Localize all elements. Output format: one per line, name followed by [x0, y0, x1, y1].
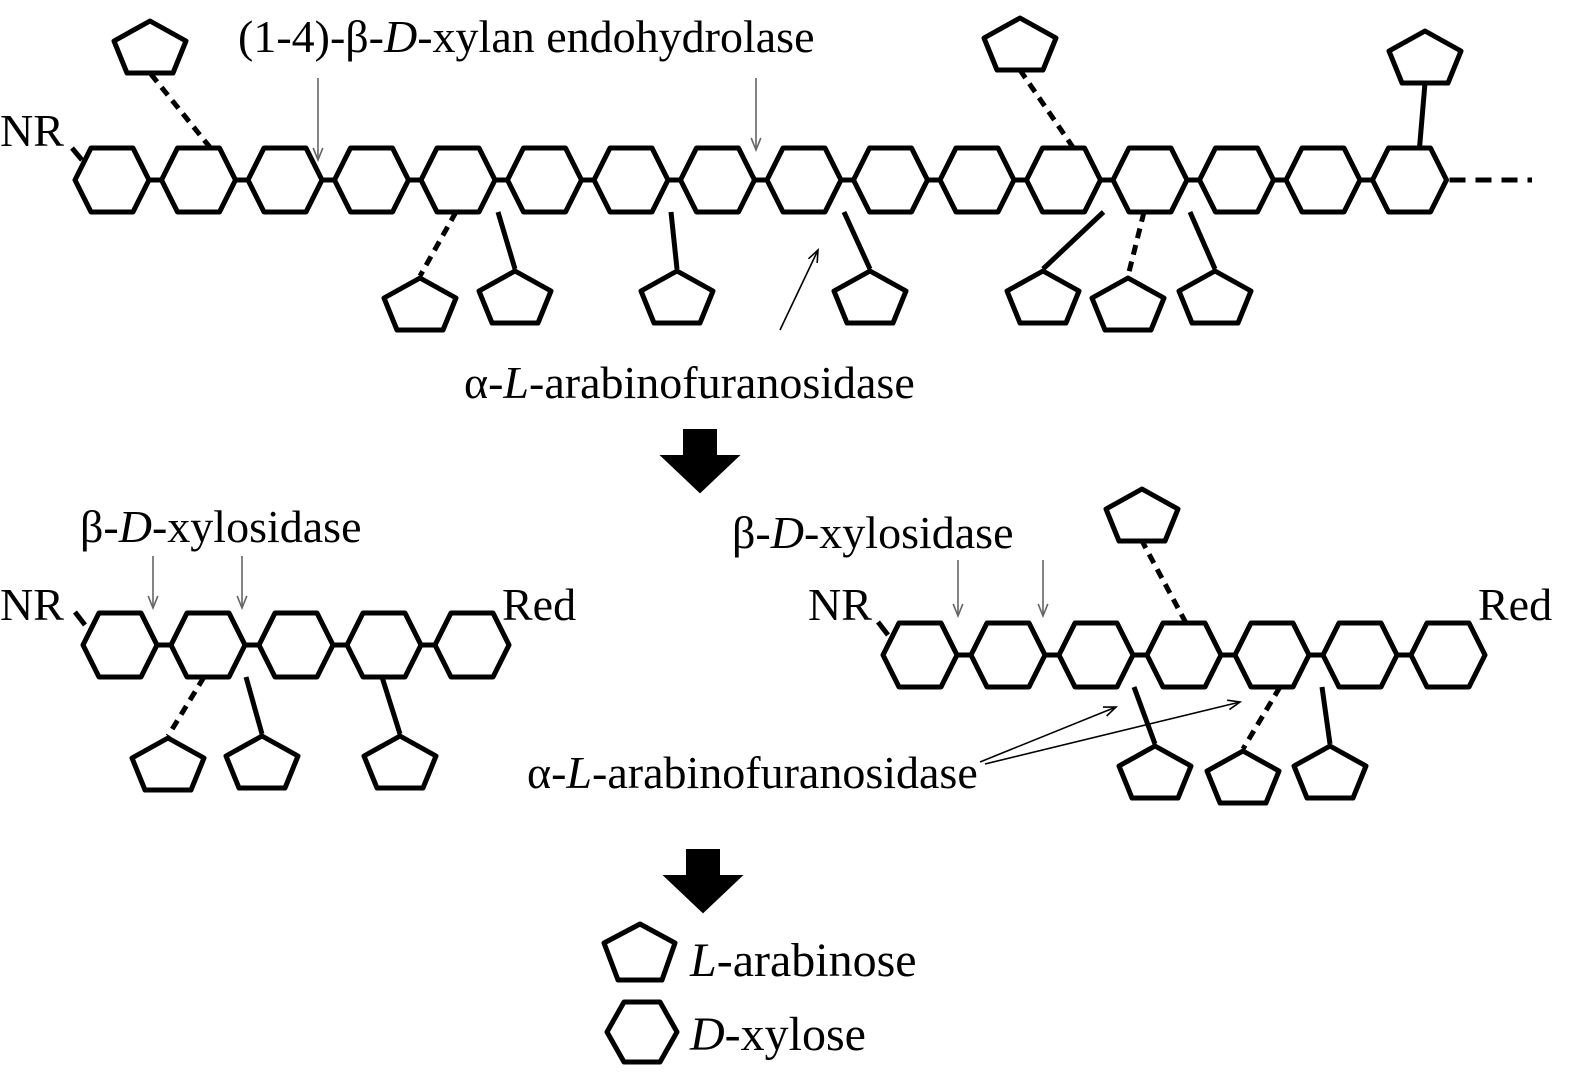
top-arabinose-down-3 [638, 268, 716, 326]
top-xylose-ring [72, 145, 152, 215]
top-xylose-ring [678, 145, 757, 215]
top-arabinose-up-1-linkage [148, 71, 213, 150]
top-arabinose-down-4-linkage [841, 210, 873, 271]
top-arabinose-down-7-linkage [1187, 210, 1218, 271]
xylosidase-label-right: β-D-xylosidase [732, 507, 1013, 558]
right-xylose-ring [1144, 620, 1224, 690]
top-xylose-ring [159, 145, 238, 215]
right-nr-link [876, 620, 890, 637]
legend: L-arabinose D-xylose [601, 921, 917, 1065]
top-arabinose-down-4 [831, 268, 909, 326]
structure-shapes [70, 15, 1532, 806]
top-arabinose-down-6 [1089, 275, 1167, 333]
left-xylose-ring [168, 610, 248, 680]
arabinofuranosidase-arrow-top-head [807, 248, 819, 264]
top-arabinose-up-3 [1386, 28, 1464, 86]
xylosidase-arrow-left-1-head [147, 595, 159, 611]
nr-label-top: NR [0, 105, 64, 156]
left-arabinose-2 [223, 733, 301, 791]
top-arabinose-down-2-linkage [495, 211, 518, 270]
arabinofuranosidase-arrow-right-1 [979, 706, 1117, 763]
right-xylose-ring [1408, 620, 1488, 690]
process-arrow-2 [662, 849, 744, 914]
left-nr-link [73, 610, 87, 627]
endohydrolase-label: (1-4)-β-D-xylan endohydrolase [238, 11, 815, 62]
legend-arabinose: L-arabinose [689, 934, 917, 987]
top-xylose-ring [937, 145, 1017, 215]
top-nr-link [70, 146, 84, 162]
nr-label-right: NR [808, 579, 872, 630]
right-arabinose-down-1-linkage [1131, 686, 1158, 745]
arabinofuranosidase-label-right: α-L-arabinofuranosidase [527, 747, 978, 798]
left-xylose-ring [344, 610, 424, 680]
endohydrolase-arrow-2-head [750, 137, 762, 153]
top-xylose-ring [332, 145, 411, 215]
top-arabinose-up-1 [111, 18, 189, 76]
left-arabinose-3-linkage [379, 676, 403, 735]
enzyme-arrows [147, 78, 1243, 914]
arabinofuranosidase-label-top: α-L-arabinofuranosidase [464, 357, 915, 408]
top-arabinose-up-3-linkage [1417, 82, 1428, 149]
top-xylose-ring [1370, 145, 1449, 215]
left-arabinose-1-linkage [165, 675, 207, 738]
nr-label-left: NR [0, 579, 64, 630]
top-arabinose-up-2-linkage [1017, 68, 1076, 150]
top-arabinose-down-1 [381, 275, 459, 333]
arabinofuranosidase-arrow-right-2-head [1227, 699, 1243, 711]
xylosidase-arrow-right-2-head [1037, 603, 1049, 619]
xylosidase-label-left: β-D-xylosidase [80, 501, 361, 552]
top-arabinose-down-3-linkage [668, 211, 680, 270]
top-xylose-ring [245, 145, 325, 215]
top-arabinose-down-2 [476, 268, 554, 326]
top-arabinose-down-5-linkage [1041, 210, 1106, 271]
right-arabinose-down-3-linkage [1319, 686, 1333, 745]
top-xylose-ring [1197, 145, 1276, 215]
left-arabinose-1 [129, 735, 207, 793]
pentagon-icon [601, 921, 678, 983]
top-arabinose-down-1-linkage [417, 210, 459, 278]
right-arabinose-up [1103, 486, 1181, 544]
right-xylose-ring [1320, 620, 1400, 690]
arabinofuranosidase-arrow-right-2 [984, 701, 1241, 765]
top-arabinose-up-2 [981, 15, 1059, 73]
right-xylose-ring [880, 620, 960, 690]
top-xylose-ring [1283, 145, 1363, 215]
legend-xylose: D-xylose [689, 1008, 866, 1061]
right-arabinose-down-2-linkage [1240, 685, 1283, 751]
top-xylose-ring [505, 145, 584, 215]
top-xylose-ring [764, 145, 844, 215]
red-label-right: Red [1478, 579, 1552, 630]
left-xylose-ring [256, 610, 336, 680]
right-xylose-ring [1056, 620, 1136, 690]
top-arabinose-down-6-linkage [1125, 211, 1147, 277]
right-arabinose-down-2 [1204, 748, 1282, 806]
arabinofuranosidase-arrow-top [779, 249, 819, 331]
hexagon-icon [604, 999, 680, 1065]
xylosidase-arrow-left-2-head [236, 595, 248, 611]
red-label-left: Red [502, 579, 576, 630]
arabinofuranosidase-arrow-right-1-head [1102, 706, 1118, 717]
xylosidase-arrow-right-1-head [952, 603, 964, 619]
right-xylose-ring [1232, 620, 1312, 690]
left-xylose-ring [80, 610, 160, 680]
top-arabinose-down-5 [1004, 268, 1082, 326]
process-arrow-1 [659, 429, 741, 494]
top-xylose-ring [418, 145, 498, 215]
top-arabinose-down-7 [1176, 268, 1254, 326]
top-xylose-ring [851, 145, 930, 215]
left-xylose-ring [432, 610, 512, 680]
right-xylose-ring [968, 620, 1048, 690]
top-xylose-ring [1024, 145, 1103, 215]
endohydrolase-arrow-1-head [312, 147, 324, 163]
top-xylose-ring [591, 145, 671, 215]
right-arabinose-down-1 [1116, 743, 1194, 801]
right-arabinose-up-linkage [1139, 539, 1189, 625]
left-arabinose-2-linkage [243, 676, 265, 735]
right-arabinose-down-3 [1291, 743, 1369, 801]
left-arabinose-3 [361, 733, 439, 791]
top-xylose-ring [1110, 145, 1190, 215]
